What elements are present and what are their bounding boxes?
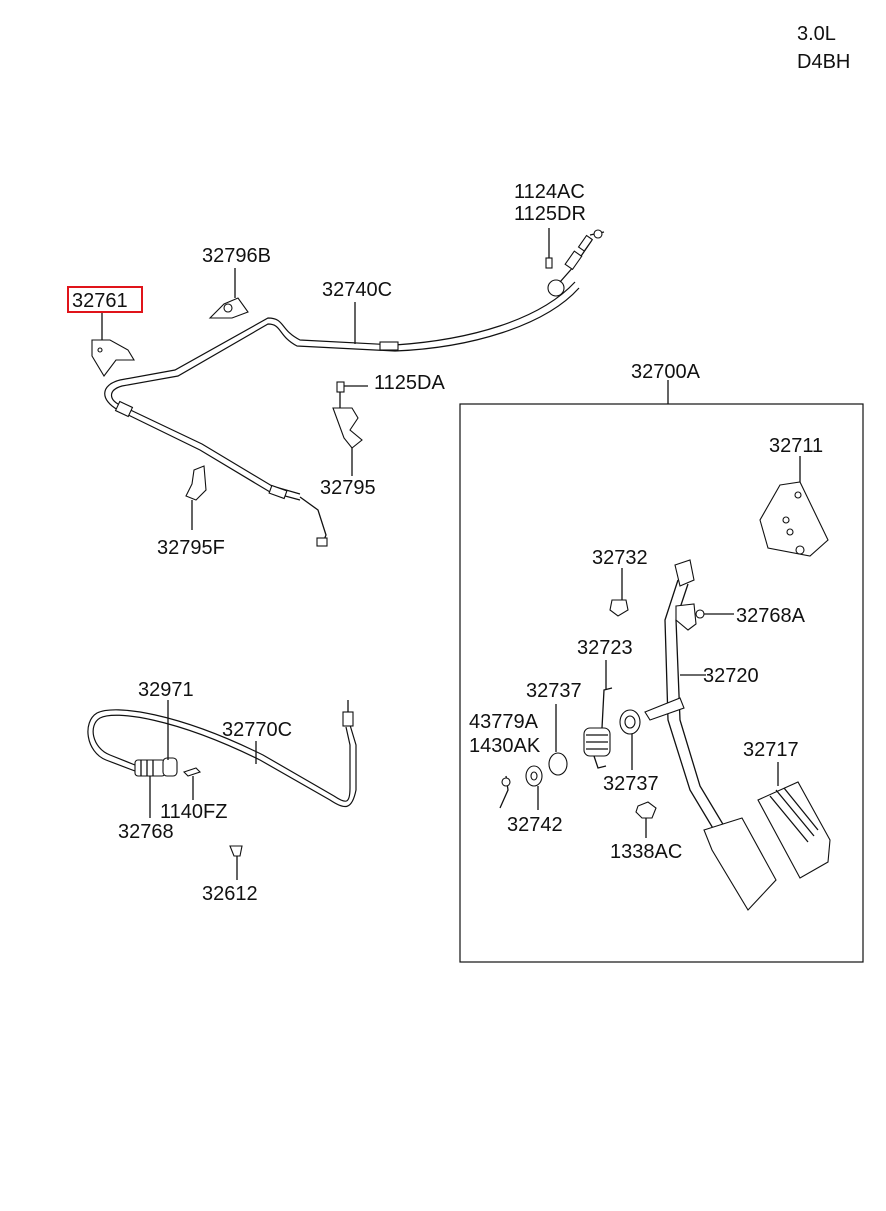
clip-32796B[interactable]: [208, 268, 249, 319]
nut-1338AC[interactable]: [635, 801, 657, 838]
callout-32732[interactable]: 32732: [592, 547, 648, 569]
callout-32737-upper[interactable]: 32737: [526, 680, 582, 702]
callout-1140FZ[interactable]: 1140FZ: [160, 801, 227, 823]
callout-32768A[interactable]: 32768A: [736, 605, 806, 627]
cruise-cable-assembly: [87, 700, 357, 880]
spring-32723[interactable]: [583, 660, 613, 769]
callout-32737-lower[interactable]: 32737: [603, 773, 659, 795]
bracket-32768A[interactable]: [675, 603, 734, 631]
callout-1125DA[interactable]: 1125DA: [374, 372, 445, 394]
callout-43779A[interactable]: 43779A: [469, 711, 539, 733]
engine-label: 3.0L: [797, 23, 836, 45]
callout-32700A[interactable]: 32700A: [631, 361, 701, 383]
callout-32740C[interactable]: 32740C: [322, 279, 392, 301]
callout-32768[interactable]: 32768: [118, 821, 174, 843]
callout-32711[interactable]: 32711: [769, 435, 823, 457]
pin-43779A[interactable]: [499, 775, 511, 809]
bracket-32761[interactable]: [91, 312, 135, 377]
bushing-32737-lower[interactable]: [619, 709, 641, 770]
callout-32742[interactable]: 32742: [507, 814, 563, 836]
washer-32742[interactable]: [525, 765, 543, 810]
callout-32971[interactable]: 32971: [138, 679, 194, 701]
pedal-bracket-32711[interactable]: [759, 456, 829, 557]
callout-32723[interactable]: 32723: [577, 637, 633, 659]
callout-32770C[interactable]: 32770C: [222, 719, 292, 741]
callout-32795[interactable]: 32795: [320, 477, 376, 499]
callout-32796B[interactable]: 32796B: [202, 245, 271, 267]
callout-32717[interactable]: 32717: [743, 739, 799, 761]
bushing-32737-upper[interactable]: [548, 704, 568, 776]
clip-32795[interactable]: [332, 381, 368, 476]
accelerator-cable-assembly: [104, 229, 605, 547]
pedal-assembly: [499, 456, 831, 911]
engine-code-label: D4BH: [797, 51, 850, 73]
bumper-32732[interactable]: [609, 568, 629, 617]
selected-part-highlight: [67, 286, 143, 313]
callout-1430AK[interactable]: 1430AK: [469, 735, 541, 757]
callout-32612[interactable]: 32612: [202, 883, 258, 905]
pedal-assembly-box: [459, 403, 864, 963]
callout-32761[interactable]: 32761: [72, 290, 128, 312]
callout-1124AC[interactable]: 1124AC: [514, 181, 585, 203]
clip-32795F[interactable]: [185, 465, 207, 530]
callout-32795F[interactable]: 32795F: [157, 537, 225, 559]
callout-1125DR[interactable]: 1125DR: [514, 203, 586, 225]
pedal-arm-32720[interactable]: [644, 559, 777, 911]
callout-32720[interactable]: 32720: [703, 665, 759, 687]
callout-1338AC[interactable]: 1338AC: [610, 841, 682, 863]
pedal-pad-32717[interactable]: [757, 762, 831, 879]
